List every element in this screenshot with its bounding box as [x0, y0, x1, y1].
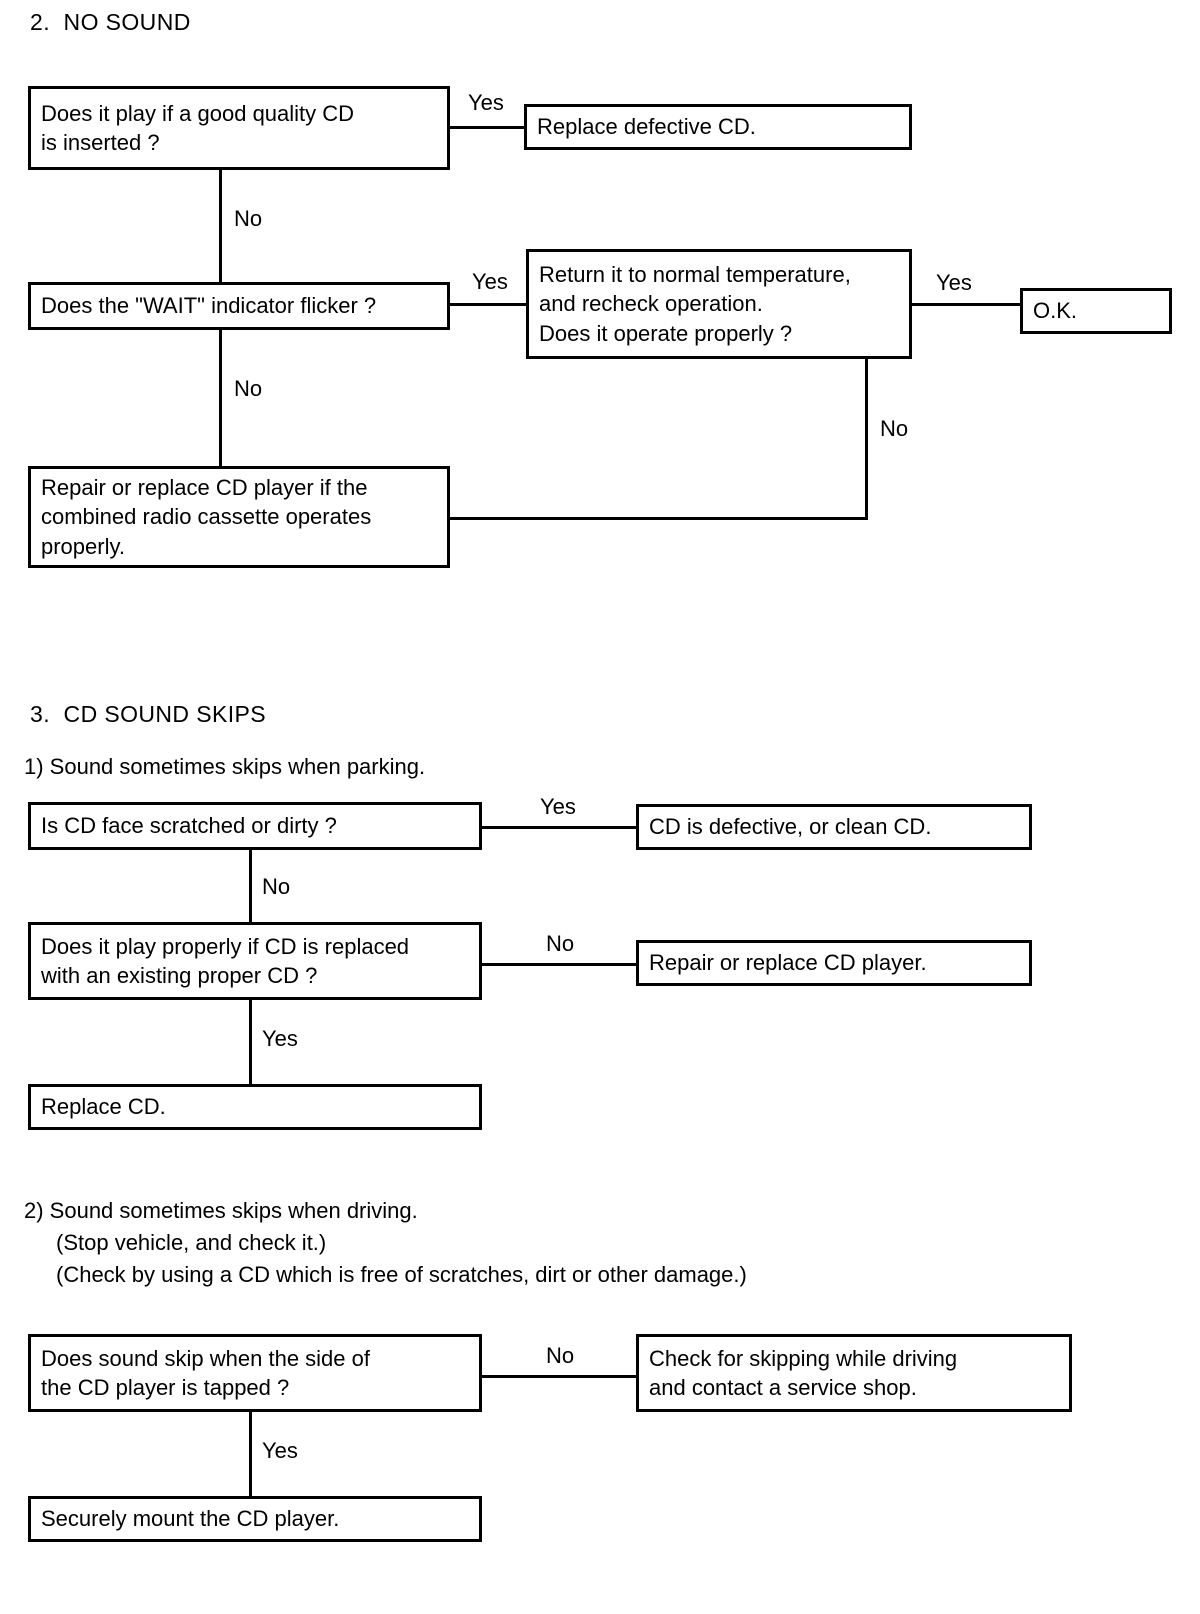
section-2-heading: 2. NO SOUND — [30, 9, 191, 35]
edge-label-q2-yes: Yes — [470, 269, 510, 294]
node-replace-cd[interactable]: Replace CD. — [28, 1084, 482, 1130]
edge-label-q2-no: No — [232, 376, 265, 401]
section-3-sub1-heading: 1) Sound sometimes skips when parking. — [24, 754, 426, 779]
node-text: CD is defective, or clean CD. — [649, 814, 932, 840]
edge-label-s3b-q1-no: No — [544, 1343, 577, 1368]
node-text: Does it play properly if CD is replaced … — [41, 933, 410, 988]
node-text: Securely mount the CD player. — [41, 1506, 340, 1532]
edge-label-s3q1-no: No — [260, 874, 293, 899]
node-text: Replace defective CD. — [537, 114, 756, 140]
edge-label-s3q2-no: No — [544, 931, 577, 956]
connector-s3q2-no-horizontal — [480, 963, 638, 966]
node-ok[interactable]: O.K. — [1020, 288, 1172, 334]
edge-label-s3q1-yes: Yes — [538, 794, 578, 819]
edge-label-q1-yes: Yes — [466, 90, 506, 115]
section-3-heading: 3. CD SOUND SKIPS — [30, 701, 266, 727]
connector-q3-yes-horizontal — [910, 303, 1023, 306]
connector-q2-yes-horizontal — [448, 303, 528, 306]
node-wait-indicator-flicker[interactable]: Does the "WAIT" indicator flicker ? — [28, 282, 450, 330]
node-check-skipping-while-driving[interactable]: Check for skipping while driving and con… — [636, 1334, 1072, 1412]
section-3-sub2-heading-line3: (Check by using a CD which is free of sc… — [56, 1262, 747, 1287]
node-repair-or-replace-cd-player-radio[interactable]: Repair or replace CD player if the combi… — [28, 466, 450, 568]
connector-s3b-q1-no-horizontal — [480, 1375, 638, 1378]
node-text: Does it play if a good quality CD is ins… — [41, 100, 355, 155]
edge-label-q1-no: No — [232, 206, 265, 231]
connector-q2-no-vertical — [219, 330, 222, 470]
node-text: Replace CD. — [41, 1094, 166, 1120]
node-sound-skip-when-tapped[interactable]: Does sound skip when the side of the CD … — [28, 1334, 482, 1412]
connector-s3q1-yes-horizontal — [480, 826, 638, 829]
node-text: Is CD face scratched or dirty ? — [41, 813, 337, 839]
node-text: Repair or replace CD player. — [649, 950, 927, 976]
node-cd-face-scratched[interactable]: Is CD face scratched or dirty ? — [28, 802, 482, 850]
node-text: Repair or replace CD player if the combi… — [41, 475, 372, 559]
node-does-it-play-good-cd[interactable]: Does it play if a good quality CD is ins… — [28, 86, 450, 170]
connector-s3q1-no-vertical — [249, 848, 252, 926]
section-3-sub2-heading-line2: (Stop vehicle, and check it.) — [56, 1230, 327, 1255]
node-text: Return it to normal temperature, and rec… — [539, 262, 851, 346]
node-replace-defective-cd[interactable]: Replace defective CD. — [524, 104, 912, 150]
node-text: O.K. — [1033, 298, 1078, 324]
node-repair-or-replace-cd-player[interactable]: Repair or replace CD player. — [636, 940, 1032, 986]
connector-q1-no-vertical — [219, 168, 222, 288]
connector-s3q2-yes-vertical — [249, 1000, 252, 1084]
edge-label-q3-yes: Yes — [934, 270, 974, 295]
edge-label-s3q2-yes: Yes — [260, 1026, 300, 1051]
node-cd-is-defective-or-clean[interactable]: CD is defective, or clean CD. — [636, 804, 1032, 850]
node-text: Does sound skip when the side of the CD … — [41, 1345, 370, 1400]
connector-q3-no-vertical — [865, 358, 868, 520]
connector-q3-no-horizontal — [448, 517, 868, 520]
node-text: Does the "WAIT" indicator flicker ? — [41, 293, 377, 319]
connector-q1-yes-horizontal — [448, 126, 526, 129]
node-return-normal-temperature[interactable]: Return it to normal temperature, and rec… — [526, 249, 912, 359]
edge-label-q3-no: No — [878, 416, 911, 441]
node-text: Check for skipping while driving and con… — [649, 1345, 958, 1400]
node-securely-mount-cd-player[interactable]: Securely mount the CD player. — [28, 1496, 482, 1542]
connector-s3b-q1-yes-vertical — [249, 1412, 252, 1496]
section-3-sub2-heading-line1: 2) Sound sometimes skips when driving. — [24, 1198, 418, 1223]
edge-label-s3b-q1-yes: Yes — [260, 1438, 300, 1463]
node-plays-properly-with-other-cd[interactable]: Does it play properly if CD is replaced … — [28, 922, 482, 1000]
